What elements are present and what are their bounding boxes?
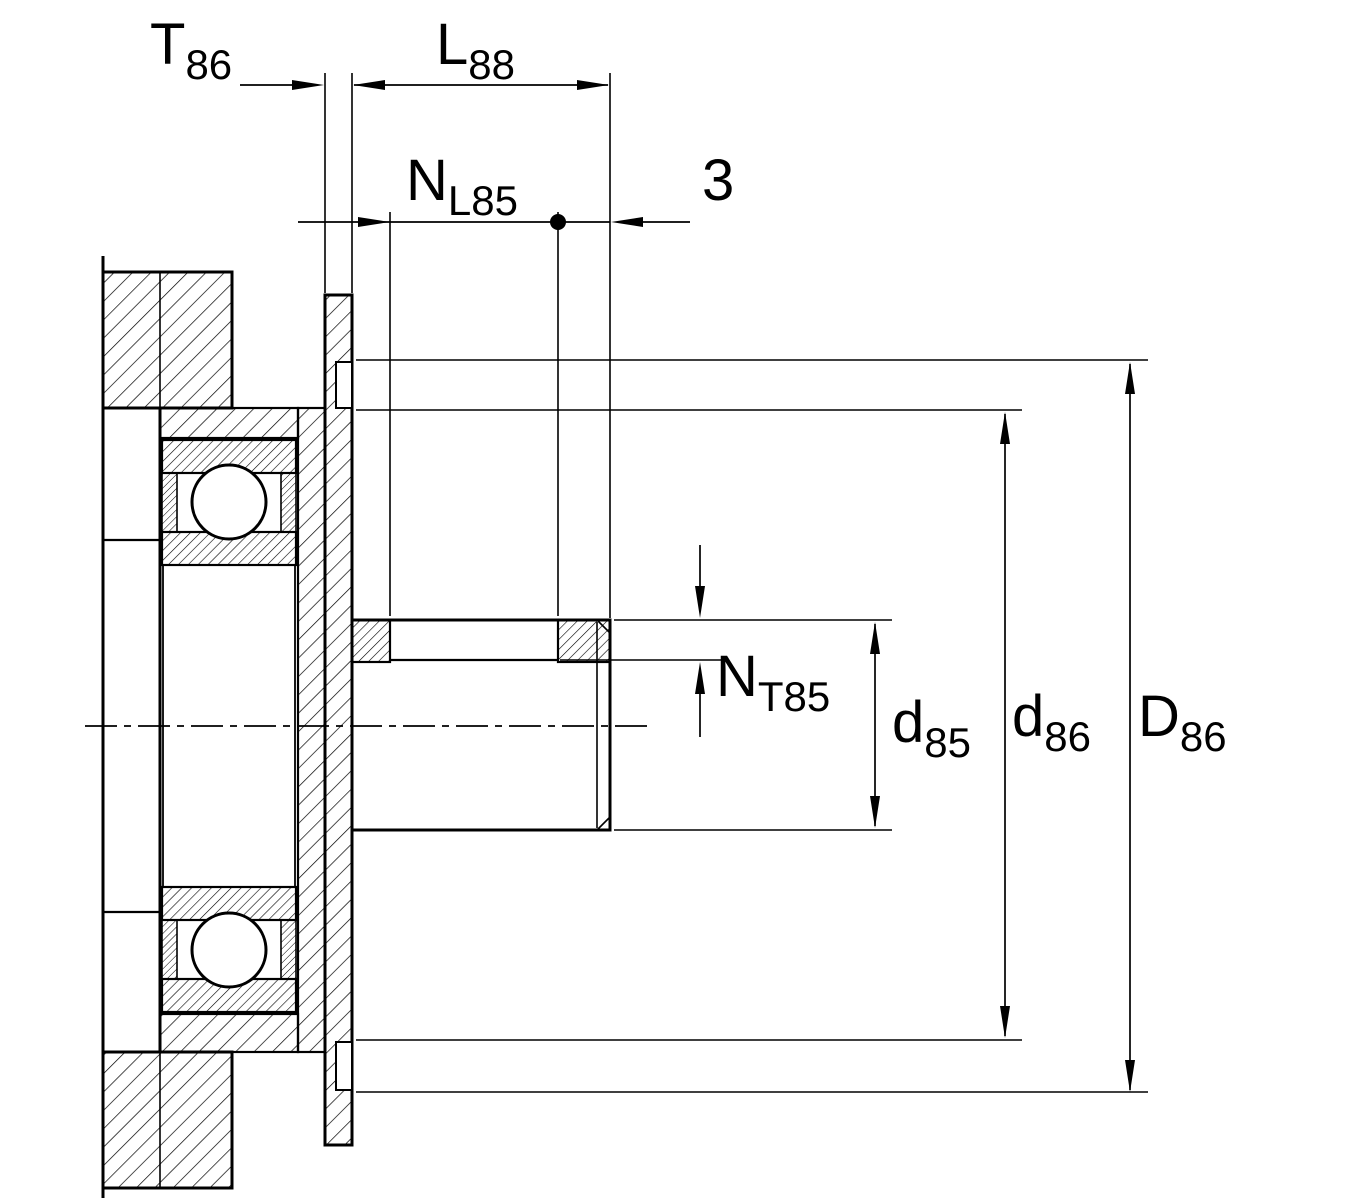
seal-top-right xyxy=(280,472,297,533)
label-t86-main: T xyxy=(150,12,186,77)
label-l88-main: L xyxy=(436,12,469,77)
label-d86: d86 xyxy=(1012,688,1091,758)
bearing-bottom xyxy=(160,885,298,1014)
extension-lines xyxy=(324,73,1148,1093)
arrowhead xyxy=(870,622,880,654)
arrowhead xyxy=(358,217,390,227)
seal-top-left xyxy=(161,472,178,533)
label-gap3: 3 xyxy=(702,152,734,210)
dimension-nl85 xyxy=(298,214,610,230)
flange-plate xyxy=(323,293,354,1147)
housing-back xyxy=(296,406,327,1054)
label-nt85: NT85 xyxy=(716,648,830,718)
arrowhead xyxy=(870,796,880,828)
dimension-gap3 xyxy=(611,217,690,227)
label-D86-main: D xyxy=(1138,684,1180,749)
dimension-d86 xyxy=(1000,412,1010,1038)
dimension-l88 xyxy=(353,80,609,90)
wall-section-bottom xyxy=(101,1050,234,1190)
label-nl85-main: N xyxy=(406,148,448,213)
shaft-hub xyxy=(350,618,612,832)
housing-flange xyxy=(158,293,354,1147)
label-d85-sub: 85 xyxy=(924,719,971,766)
support-wall xyxy=(101,256,234,1198)
dimension-nt85 xyxy=(695,545,705,737)
label-d86-sub: 86 xyxy=(1044,713,1091,760)
label-nt85-main: N xyxy=(716,644,758,709)
label-d85-main: d xyxy=(892,690,925,755)
label-l88-sub: 88 xyxy=(468,41,515,88)
seal-bottom-left xyxy=(161,919,178,980)
arrowhead xyxy=(695,662,705,694)
label-gap3-main: 3 xyxy=(702,148,735,213)
flange-spigot-notch-bottom xyxy=(335,1041,353,1091)
label-nt85-sub: T85 xyxy=(757,673,831,720)
dimension-D86 xyxy=(1125,362,1135,1092)
dot-terminator xyxy=(550,214,566,230)
label-nl85-sub: L85 xyxy=(447,177,518,224)
label-d85: d85 xyxy=(892,694,971,764)
label-D86: D86 xyxy=(1138,688,1227,758)
label-D86-sub: 86 xyxy=(1179,713,1227,760)
hub-outline xyxy=(352,618,612,832)
label-d86-main: d xyxy=(1012,684,1045,749)
arrowhead xyxy=(353,80,385,90)
arrowhead xyxy=(292,80,324,90)
arrowhead xyxy=(1125,362,1135,394)
housing-rim-top xyxy=(158,406,300,440)
bearing-top xyxy=(160,438,298,567)
label-t86-sub: 86 xyxy=(185,41,233,88)
label-t86: T86 xyxy=(150,16,232,86)
dimension-t86 xyxy=(240,80,324,90)
slot-flank-left xyxy=(350,618,392,664)
ball-top xyxy=(190,463,268,541)
wall-section-top xyxy=(101,270,234,410)
arrowhead xyxy=(1125,1060,1135,1092)
housing-rim-bottom xyxy=(158,1012,300,1054)
arrowhead xyxy=(1000,412,1010,444)
flange-spigot-notch-top xyxy=(335,361,353,409)
arrowhead xyxy=(577,80,609,90)
arrowhead xyxy=(695,586,705,618)
seal-bottom-right xyxy=(280,919,297,980)
dimension-d85 xyxy=(870,622,880,828)
label-l88: L88 xyxy=(436,16,515,86)
label-nl85: NL85 xyxy=(406,152,518,222)
ball-bottom xyxy=(190,911,268,989)
arrowhead xyxy=(611,217,643,227)
arrowhead xyxy=(1000,1006,1010,1038)
